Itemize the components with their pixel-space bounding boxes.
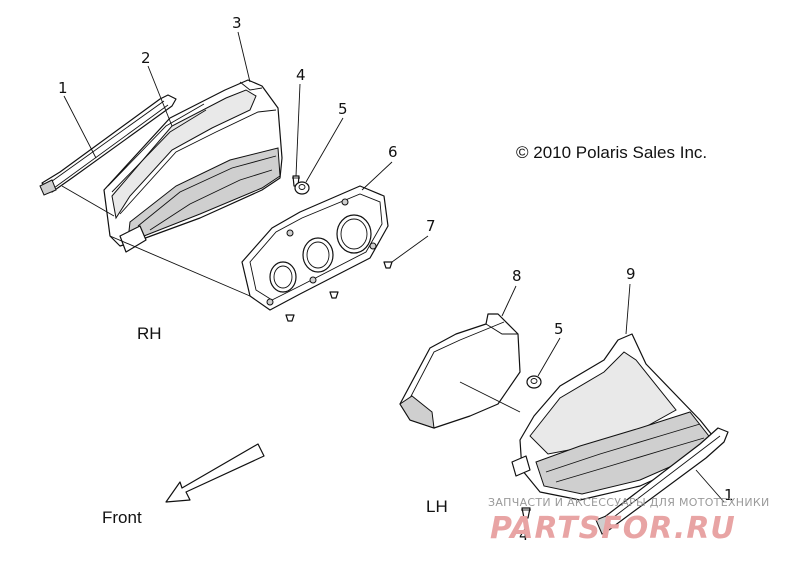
callout-7: 7 xyxy=(426,217,436,235)
lh-trim-strip-part-1 xyxy=(595,427,729,535)
rh-leader-lines xyxy=(61,31,429,297)
rh-nut-part-5 xyxy=(294,181,310,195)
copyright-text: © 2010 Polaris Sales Inc. xyxy=(516,143,707,162)
callout-5-lh: 5 xyxy=(554,320,564,338)
rh-bezel-part-2 xyxy=(107,103,207,193)
callout-6: 6 xyxy=(388,143,398,161)
rh-screw-part-7 xyxy=(285,261,393,322)
rh-trim-strip-part-1 xyxy=(39,94,177,196)
lh-leader-lines xyxy=(459,283,725,522)
callout-4: 4 xyxy=(296,66,306,84)
front-direction-arrow xyxy=(165,443,265,503)
front-label: Front xyxy=(102,508,142,527)
rh-label: RH xyxy=(137,324,162,343)
rh-gauge-plate-part-6 xyxy=(241,185,389,311)
watermark-tagline: ЗАПЧАСТИ И АКСЕССУАРЫ ДЛЯ МОТОТЕХНИКИ xyxy=(488,496,770,509)
rh-instrument-housing-part-3 xyxy=(103,79,283,253)
lh-label: LH xyxy=(426,497,448,516)
callout-5: 5 xyxy=(338,100,348,118)
callout-3: 3 xyxy=(232,14,242,32)
lh-cover-part-8 xyxy=(399,313,521,429)
callout-1: 1 xyxy=(58,79,68,97)
callout-9: 9 xyxy=(626,265,636,283)
lh-screw-part-4 xyxy=(521,507,531,519)
watermark-logo: PARTSFOR.RU xyxy=(490,511,736,546)
callout-8: 8 xyxy=(512,267,522,285)
callout-4-lh: 4 xyxy=(519,526,529,544)
callout-2: 2 xyxy=(141,49,151,67)
callout-1-lh: 1 xyxy=(724,486,734,504)
lh-nut-part-5 xyxy=(526,375,542,389)
lh-instrument-housing-part-9 xyxy=(511,333,717,501)
